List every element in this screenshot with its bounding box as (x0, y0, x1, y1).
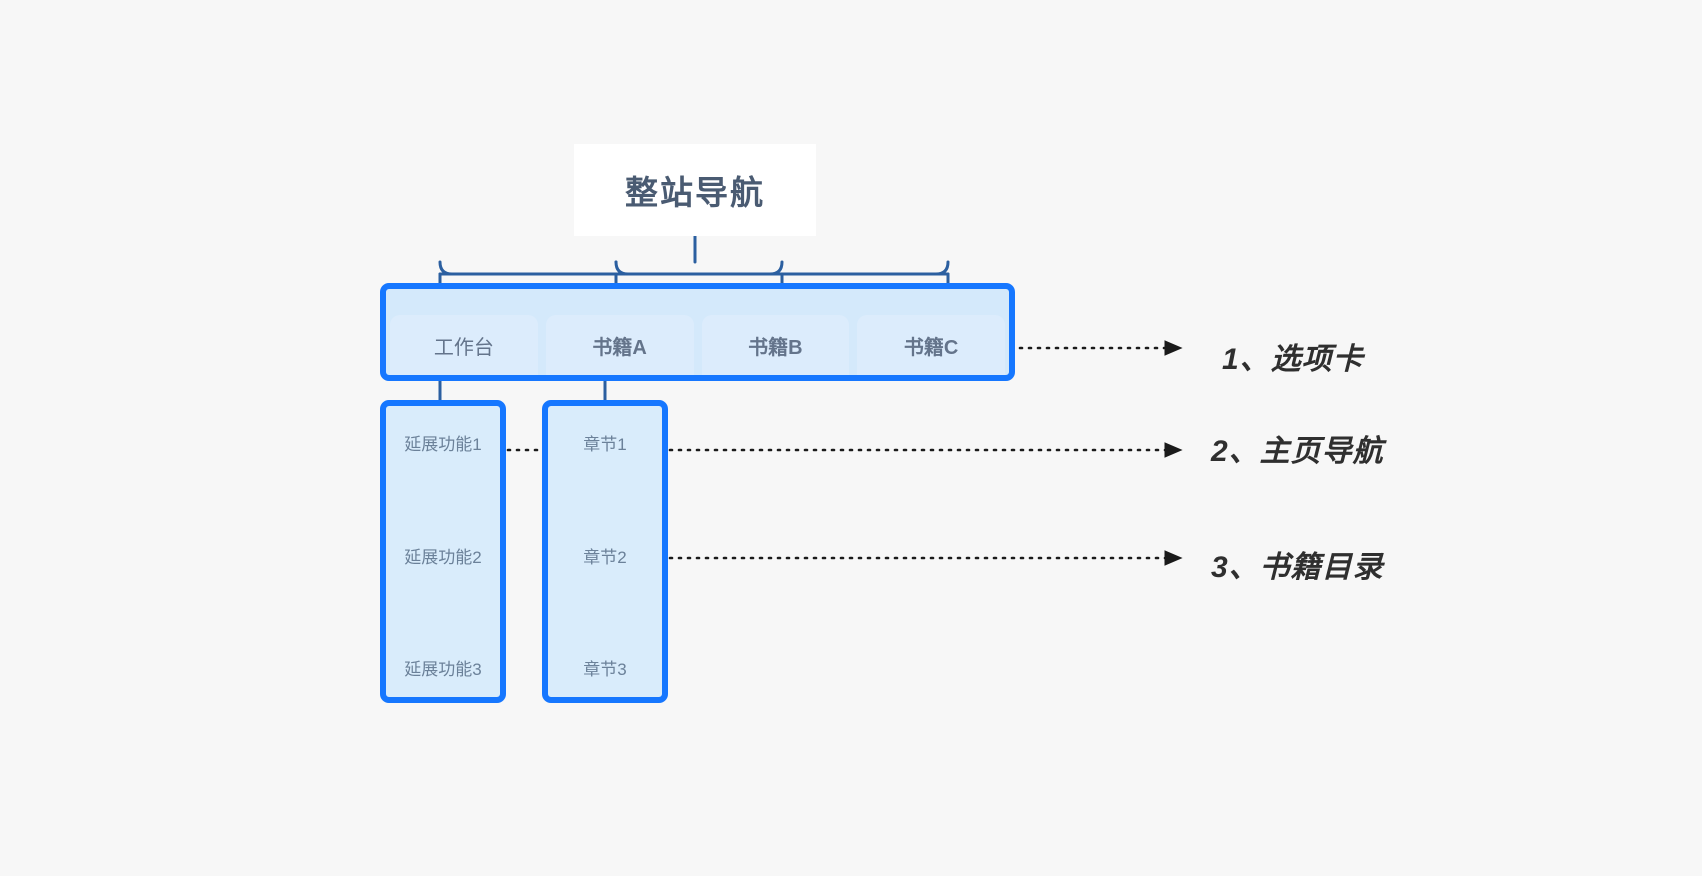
list-item[interactable]: 章节2 (583, 548, 627, 567)
list-item[interactable]: 章节3 (583, 660, 627, 679)
list-item[interactable]: 章节1 (583, 435, 627, 454)
root-node-site-navigation[interactable]: 整站导航 (574, 144, 816, 236)
annotation-label-2: 2、主页导航 (1211, 435, 1384, 468)
annotation-label-1: 1、选项卡 (1222, 343, 1364, 376)
tab-label: 书籍B (748, 336, 803, 359)
tab-label: 工作台 (433, 336, 494, 359)
tab-label: 书籍C (903, 336, 959, 359)
list-item[interactable]: 延展功能3 (404, 660, 482, 679)
tab-book-a[interactable]: 书籍A (545, 315, 694, 375)
tab-book-b[interactable]: 书籍B (701, 315, 850, 375)
panel-chapters[interactable]: 章节1 章节2 章节3 (542, 400, 668, 703)
tab-label: 书籍A (592, 336, 647, 359)
panel-extensions[interactable]: 延展功能1 延展功能2 延展功能3 (380, 400, 506, 703)
annotation-label-3: 3、书籍目录 (1211, 551, 1384, 584)
tab-bar[interactable]: 工作台 书籍A 书籍B 书籍C (380, 283, 1015, 381)
list-item[interactable]: 延展功能1 (404, 435, 482, 454)
root-node-title: 整站导航 (625, 174, 765, 211)
tab-workbench[interactable]: 工作台 (390, 315, 538, 375)
list-item[interactable]: 延展功能2 (404, 548, 482, 567)
tab-book-c[interactable]: 书籍C (857, 315, 1005, 375)
